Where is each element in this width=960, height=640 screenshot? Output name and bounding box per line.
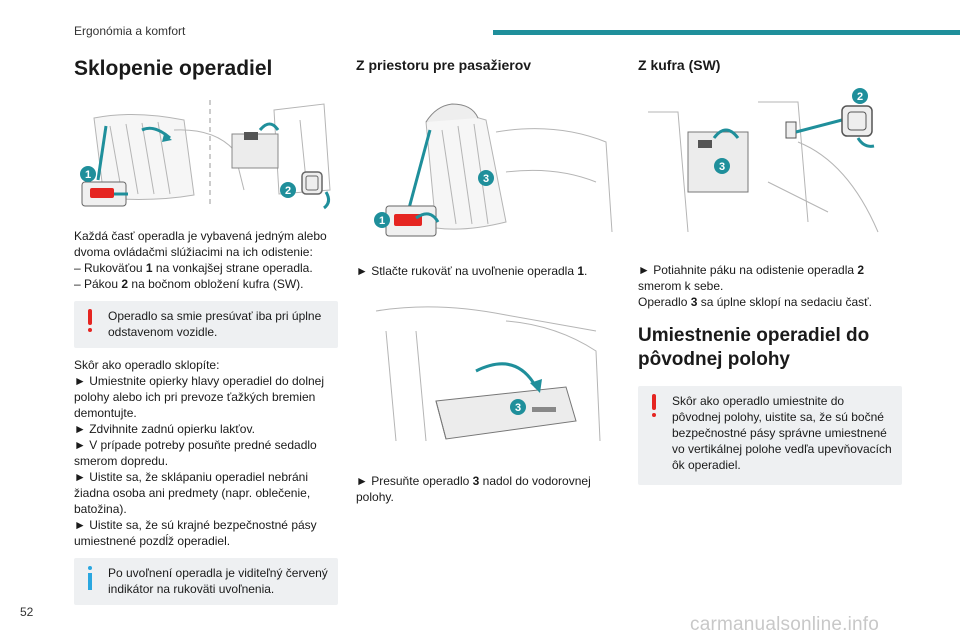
warning-icon bbox=[650, 394, 658, 418]
info-icon bbox=[86, 566, 94, 590]
illustration-fold-overview: 1 2 bbox=[80, 100, 331, 210]
info-box-indicator: Po uvoľnení operadla je viditeľný červen… bbox=[74, 558, 338, 605]
illustration-lower-backrest: 3 bbox=[375, 306, 601, 442]
heading-fold-backrests: Sklopenie operadiel bbox=[74, 57, 273, 80]
warning-box-stationary: Operadlo sa smie presúvať iba pri úplne … bbox=[74, 301, 338, 348]
page-number: 52 bbox=[20, 605, 34, 619]
warning-icon bbox=[86, 309, 94, 333]
boot-steps: ► Potiahnite páku na odistenie operadla … bbox=[638, 263, 872, 309]
illustration-boot-lever: 2 3 bbox=[648, 88, 879, 233]
header-accent-bar bbox=[493, 30, 960, 35]
callout-2: 2 bbox=[285, 185, 291, 197]
section-title: Ergonómia a komfort bbox=[74, 24, 186, 38]
heading-from-passenger-area: Z priestoru pre pasažierov bbox=[356, 57, 532, 73]
illustration-release-handle: 3 1 bbox=[374, 103, 613, 237]
callout-1: 1 bbox=[85, 169, 91, 181]
column-right: Z kufra (SW) 2 3 ► Potiahnite páku na od… bbox=[638, 56, 902, 485]
watermark: carmanualsonline.info bbox=[690, 614, 880, 635]
intro-paragraph: Každá časť operadla je vybavená jedným a… bbox=[74, 229, 327, 291]
callout-3-b: 3 bbox=[515, 402, 521, 414]
passenger-step-1: ► Stlačte rukoväť na uvoľnenie operadla … bbox=[356, 264, 588, 278]
heading-from-boot: Z kufra (SW) bbox=[638, 57, 721, 73]
callout-2-b: 2 bbox=[857, 91, 863, 103]
steps-paragraph: Skôr ako operadlo sklopíte: ► Umiestnite… bbox=[74, 358, 325, 548]
callout-3-c: 3 bbox=[719, 161, 725, 173]
heading-restore-backrests: Umiestnenie operadiel do pôvodnej polohy bbox=[638, 325, 870, 370]
callout-1-a: 1 bbox=[379, 215, 385, 227]
passenger-step-2: ► Presuňte operadlo 3 nadol do vodorovne… bbox=[356, 474, 591, 504]
column-middle: Z priestoru pre pasažierov 3 1 ► Stlačte… bbox=[356, 56, 618, 505]
callout-3-a: 3 bbox=[483, 173, 489, 185]
column-left: Sklopenie operadiel 1 2 Každá časť opera… bbox=[74, 56, 338, 605]
warning-box-seatbelts: Skôr ako operadlo umiestnite do pôvodnej… bbox=[638, 386, 902, 485]
